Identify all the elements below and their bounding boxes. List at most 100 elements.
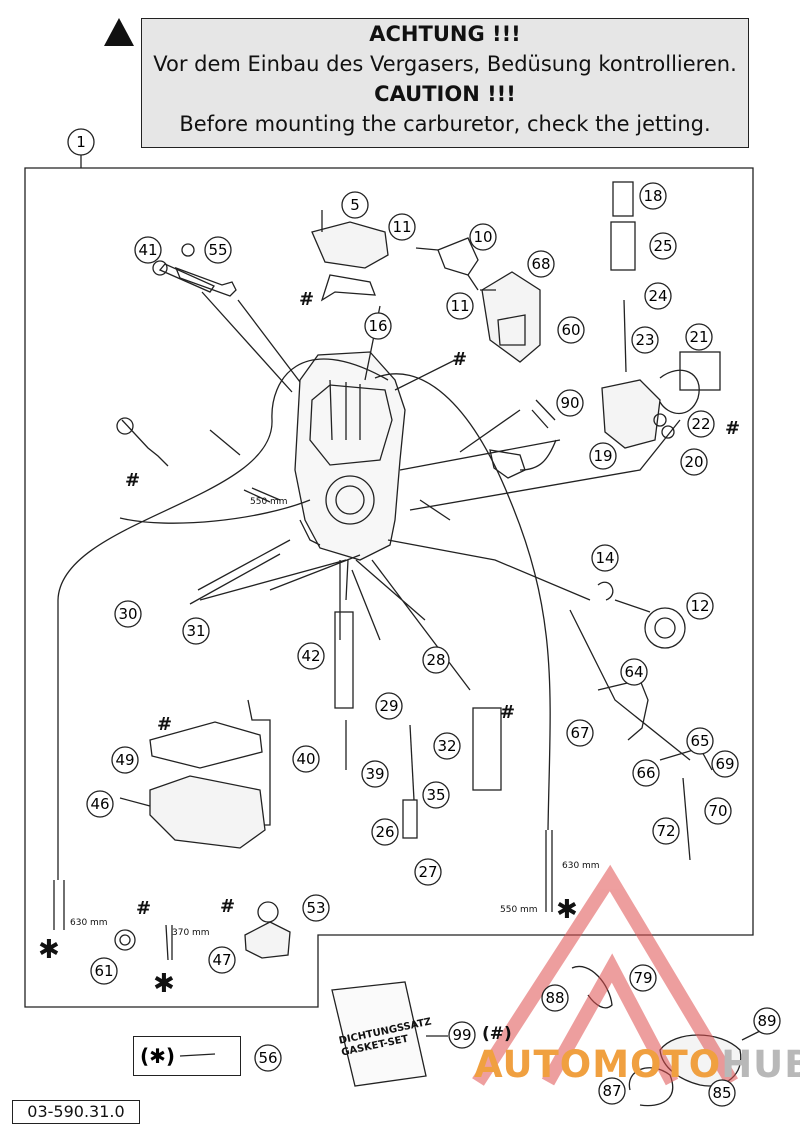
callout-39: 39 — [361, 760, 389, 788]
marker-asterisk: ✱ — [153, 969, 175, 999]
marker-hash: # — [725, 418, 740, 439]
marker-hash: # — [125, 470, 140, 491]
callout-68: 68 — [527, 250, 555, 278]
callout-label: 26 — [375, 823, 394, 841]
callout-label: 64 — [624, 663, 643, 681]
idle-screw — [158, 263, 215, 293]
assembly-frame — [24, 167, 754, 1008]
callout-label: 27 — [418, 863, 437, 881]
warning-text-en: Before mounting the carburetor, check th… — [179, 112, 711, 136]
callout-24: 24 — [644, 282, 672, 310]
callout-11: 11 — [446, 292, 474, 320]
gasket-set-bag — [331, 981, 427, 1087]
top-cover — [311, 221, 389, 269]
callout-label: 85 — [712, 1084, 731, 1102]
tps-sensor — [601, 379, 661, 449]
measurement-label: 630 mm — [70, 918, 108, 928]
callout-29: 29 — [375, 692, 403, 720]
callout-label: 11 — [392, 218, 411, 236]
callout-label: 21 — [689, 328, 708, 346]
float-bowl — [149, 775, 266, 849]
callout-19: 19 — [589, 442, 617, 470]
warning-title-de: ACHTUNG !!! — [369, 22, 521, 46]
callout-label: 25 — [653, 237, 672, 255]
watermark-logo — [472, 864, 739, 1086]
callout-14: 14 — [591, 544, 619, 572]
callout-label: 29 — [379, 697, 398, 715]
vent-hose-left — [57, 358, 389, 880]
callout-61: 61 — [90, 957, 118, 985]
callout-label: 72 — [656, 822, 675, 840]
callout-23: 23 — [631, 326, 659, 354]
callout-32: 32 — [433, 732, 461, 760]
kit-box: (✱) — [133, 1036, 241, 1076]
callout-label: 31 — [186, 622, 205, 640]
callout-67: 67 — [566, 719, 594, 747]
callout-label: 12 — [690, 597, 709, 615]
callout-label: 47 — [212, 951, 231, 969]
callout-label: 23 — [635, 331, 654, 349]
callout-11: 11 — [388, 213, 416, 241]
callout-46: 46 — [86, 790, 114, 818]
callout-label: 99 — [452, 1026, 471, 1044]
watermark-part1: AUTOMOTO — [474, 1043, 722, 1086]
warning-triangle-icon — [104, 18, 134, 46]
callout-64: 64 — [620, 658, 648, 686]
callout-31: 31 — [182, 617, 210, 645]
callout-22: 22 — [687, 410, 715, 438]
callout-70: 70 — [704, 797, 732, 825]
callout-28: 28 — [422, 646, 450, 674]
callout-label: 88 — [545, 989, 564, 1007]
callout-label: 19 — [593, 447, 612, 465]
warning-text-de: Vor dem Einbau des Vergasers, Bedüsung k… — [153, 52, 737, 76]
measurement-label: 370 mm — [172, 928, 210, 938]
watermark-part2: HUB — [721, 1043, 800, 1086]
callout-72: 72 — [652, 817, 680, 845]
callout-label: 5 — [350, 196, 360, 214]
top-cover-gasket — [320, 274, 376, 302]
callout-35: 35 — [422, 781, 450, 809]
callout-label: 79 — [633, 969, 652, 987]
callout-label: 39 — [365, 765, 384, 783]
callout-label: 1 — [76, 133, 86, 151]
callout-10: 10 — [469, 223, 497, 251]
callout-label: 24 — [648, 287, 667, 305]
callout-label: 61 — [94, 962, 113, 980]
callout-16: 16 — [364, 312, 392, 340]
callout-55: 55 — [204, 236, 232, 264]
callout-53: 53 — [302, 894, 330, 922]
callout-5: 5 — [341, 191, 369, 219]
float-bowl-gasket — [149, 721, 263, 769]
callout-label: 22 — [691, 415, 710, 433]
carburetor-body — [294, 351, 406, 561]
callout-99: 99 — [448, 1021, 476, 1049]
callout-42: 42 — [297, 642, 325, 670]
callout-label: 66 — [636, 764, 655, 782]
callout-49: 49 — [111, 746, 139, 774]
marker-hash: # — [452, 349, 467, 370]
callout-label: 10 — [473, 228, 492, 246]
callout-label: 68 — [531, 255, 550, 273]
marker-asterisk: ✱ — [38, 935, 60, 965]
callout-label: 28 — [426, 651, 445, 669]
callout-label: 49 — [115, 751, 134, 769]
kit-marker: (✱) — [140, 1044, 176, 1068]
watermark-text: AUTOMOTOHUB — [474, 1043, 800, 1086]
callout-label: 11 — [450, 297, 469, 315]
diagram-code: 03-590.31.0 — [12, 1100, 140, 1124]
callout-label: 30 — [118, 605, 137, 623]
callout-label: 53 — [306, 899, 325, 917]
vent-hose-right — [374, 373, 551, 831]
callout-label: 69 — [715, 755, 734, 773]
callout-label: 20 — [684, 453, 703, 471]
callout-1: 1 — [67, 128, 95, 156]
callout-label: 18 — [643, 187, 662, 205]
warning-box: ACHTUNG !!! Vor dem Einbau des Vergasers… — [141, 18, 749, 148]
callout-label: 87 — [602, 1082, 621, 1100]
marker-hash: # — [136, 898, 151, 919]
callout-12: 12 — [686, 592, 714, 620]
kit-hash-marker: (#) — [482, 1024, 512, 1044]
callout-30: 30 — [114, 600, 142, 628]
callout-69: 69 — [711, 750, 739, 778]
callout-label: 32 — [437, 737, 456, 755]
